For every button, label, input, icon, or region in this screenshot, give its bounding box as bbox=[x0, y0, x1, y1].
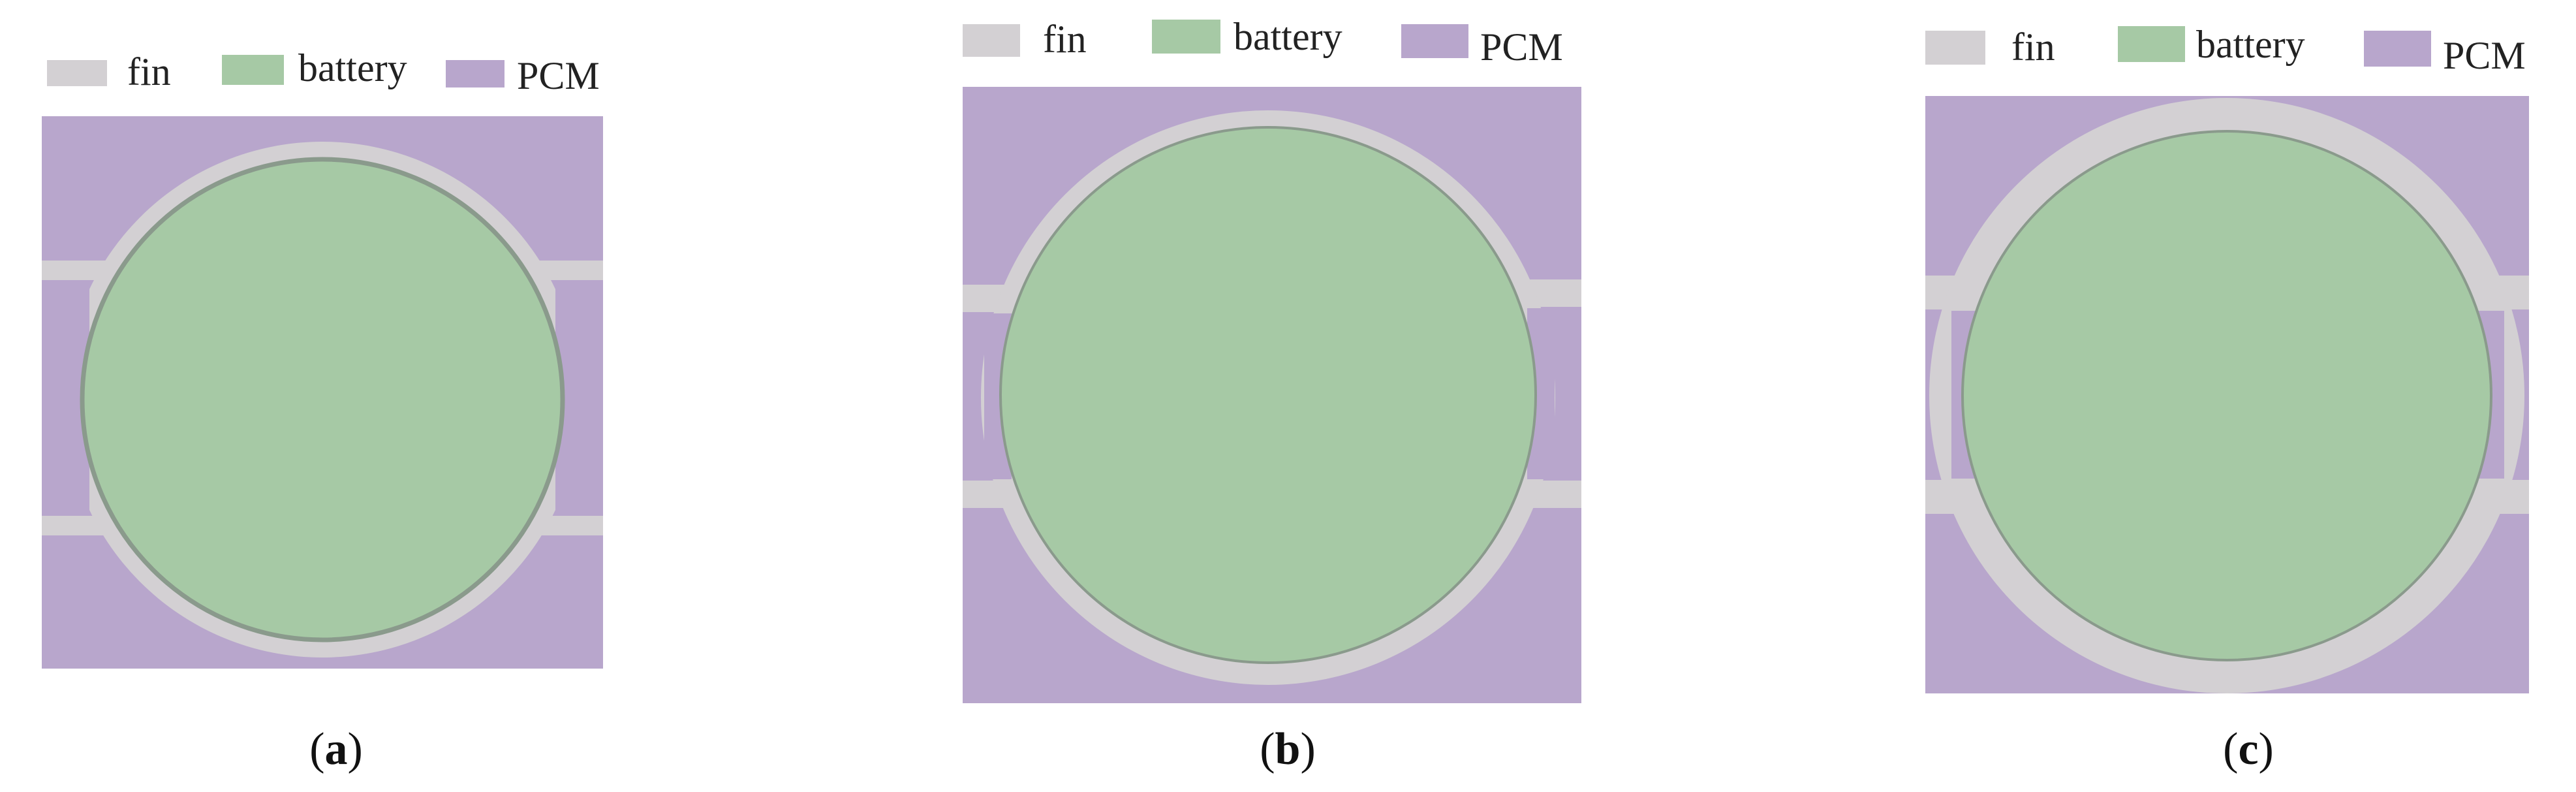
panel-b: fin battery PCM (b) bbox=[963, 15, 1581, 774]
legend-swatch-fin bbox=[1925, 31, 1985, 65]
legend-swatch-battery bbox=[222, 55, 284, 85]
legend-swatch-pcm bbox=[2364, 31, 2431, 67]
legend-c: fin battery PCM bbox=[1925, 23, 2526, 77]
legend-label-pcm: PCM bbox=[517, 54, 600, 97]
legend-swatch-pcm bbox=[1401, 24, 1468, 58]
legend-label-pcm: PCM bbox=[2443, 34, 2526, 77]
legend-a: fin battery PCM bbox=[47, 46, 600, 97]
panel-a: fin battery PCM (a) bbox=[42, 46, 603, 774]
legend-label-pcm: PCM bbox=[1480, 25, 1563, 69]
legend-label-battery: battery bbox=[298, 46, 407, 89]
legend-label-fin: fin bbox=[2011, 25, 2055, 69]
caption-b: (b) bbox=[1260, 724, 1316, 774]
caption-a: (a) bbox=[309, 724, 363, 774]
legend-swatch-battery bbox=[1152, 20, 1220, 54]
legend-label-fin: fin bbox=[1043, 18, 1087, 61]
legend-swatch-fin bbox=[47, 60, 107, 86]
legend-label-fin: fin bbox=[127, 50, 171, 93]
legend-swatch-fin bbox=[963, 24, 1020, 57]
legend-swatch-pcm bbox=[446, 60, 504, 87]
legend-label-battery: battery bbox=[2196, 23, 2305, 66]
legend-swatch-battery bbox=[2118, 26, 2185, 62]
caption-c: (c) bbox=[2223, 724, 2274, 774]
battery-cell bbox=[999, 126, 1537, 664]
battery-cell bbox=[1961, 130, 2492, 661]
battery-cell bbox=[80, 157, 565, 642]
legend-b: fin battery PCM bbox=[963, 15, 1563, 69]
panel-c: fin battery PCM (c) bbox=[1925, 23, 2529, 774]
legend-label-battery: battery bbox=[1234, 15, 1342, 58]
